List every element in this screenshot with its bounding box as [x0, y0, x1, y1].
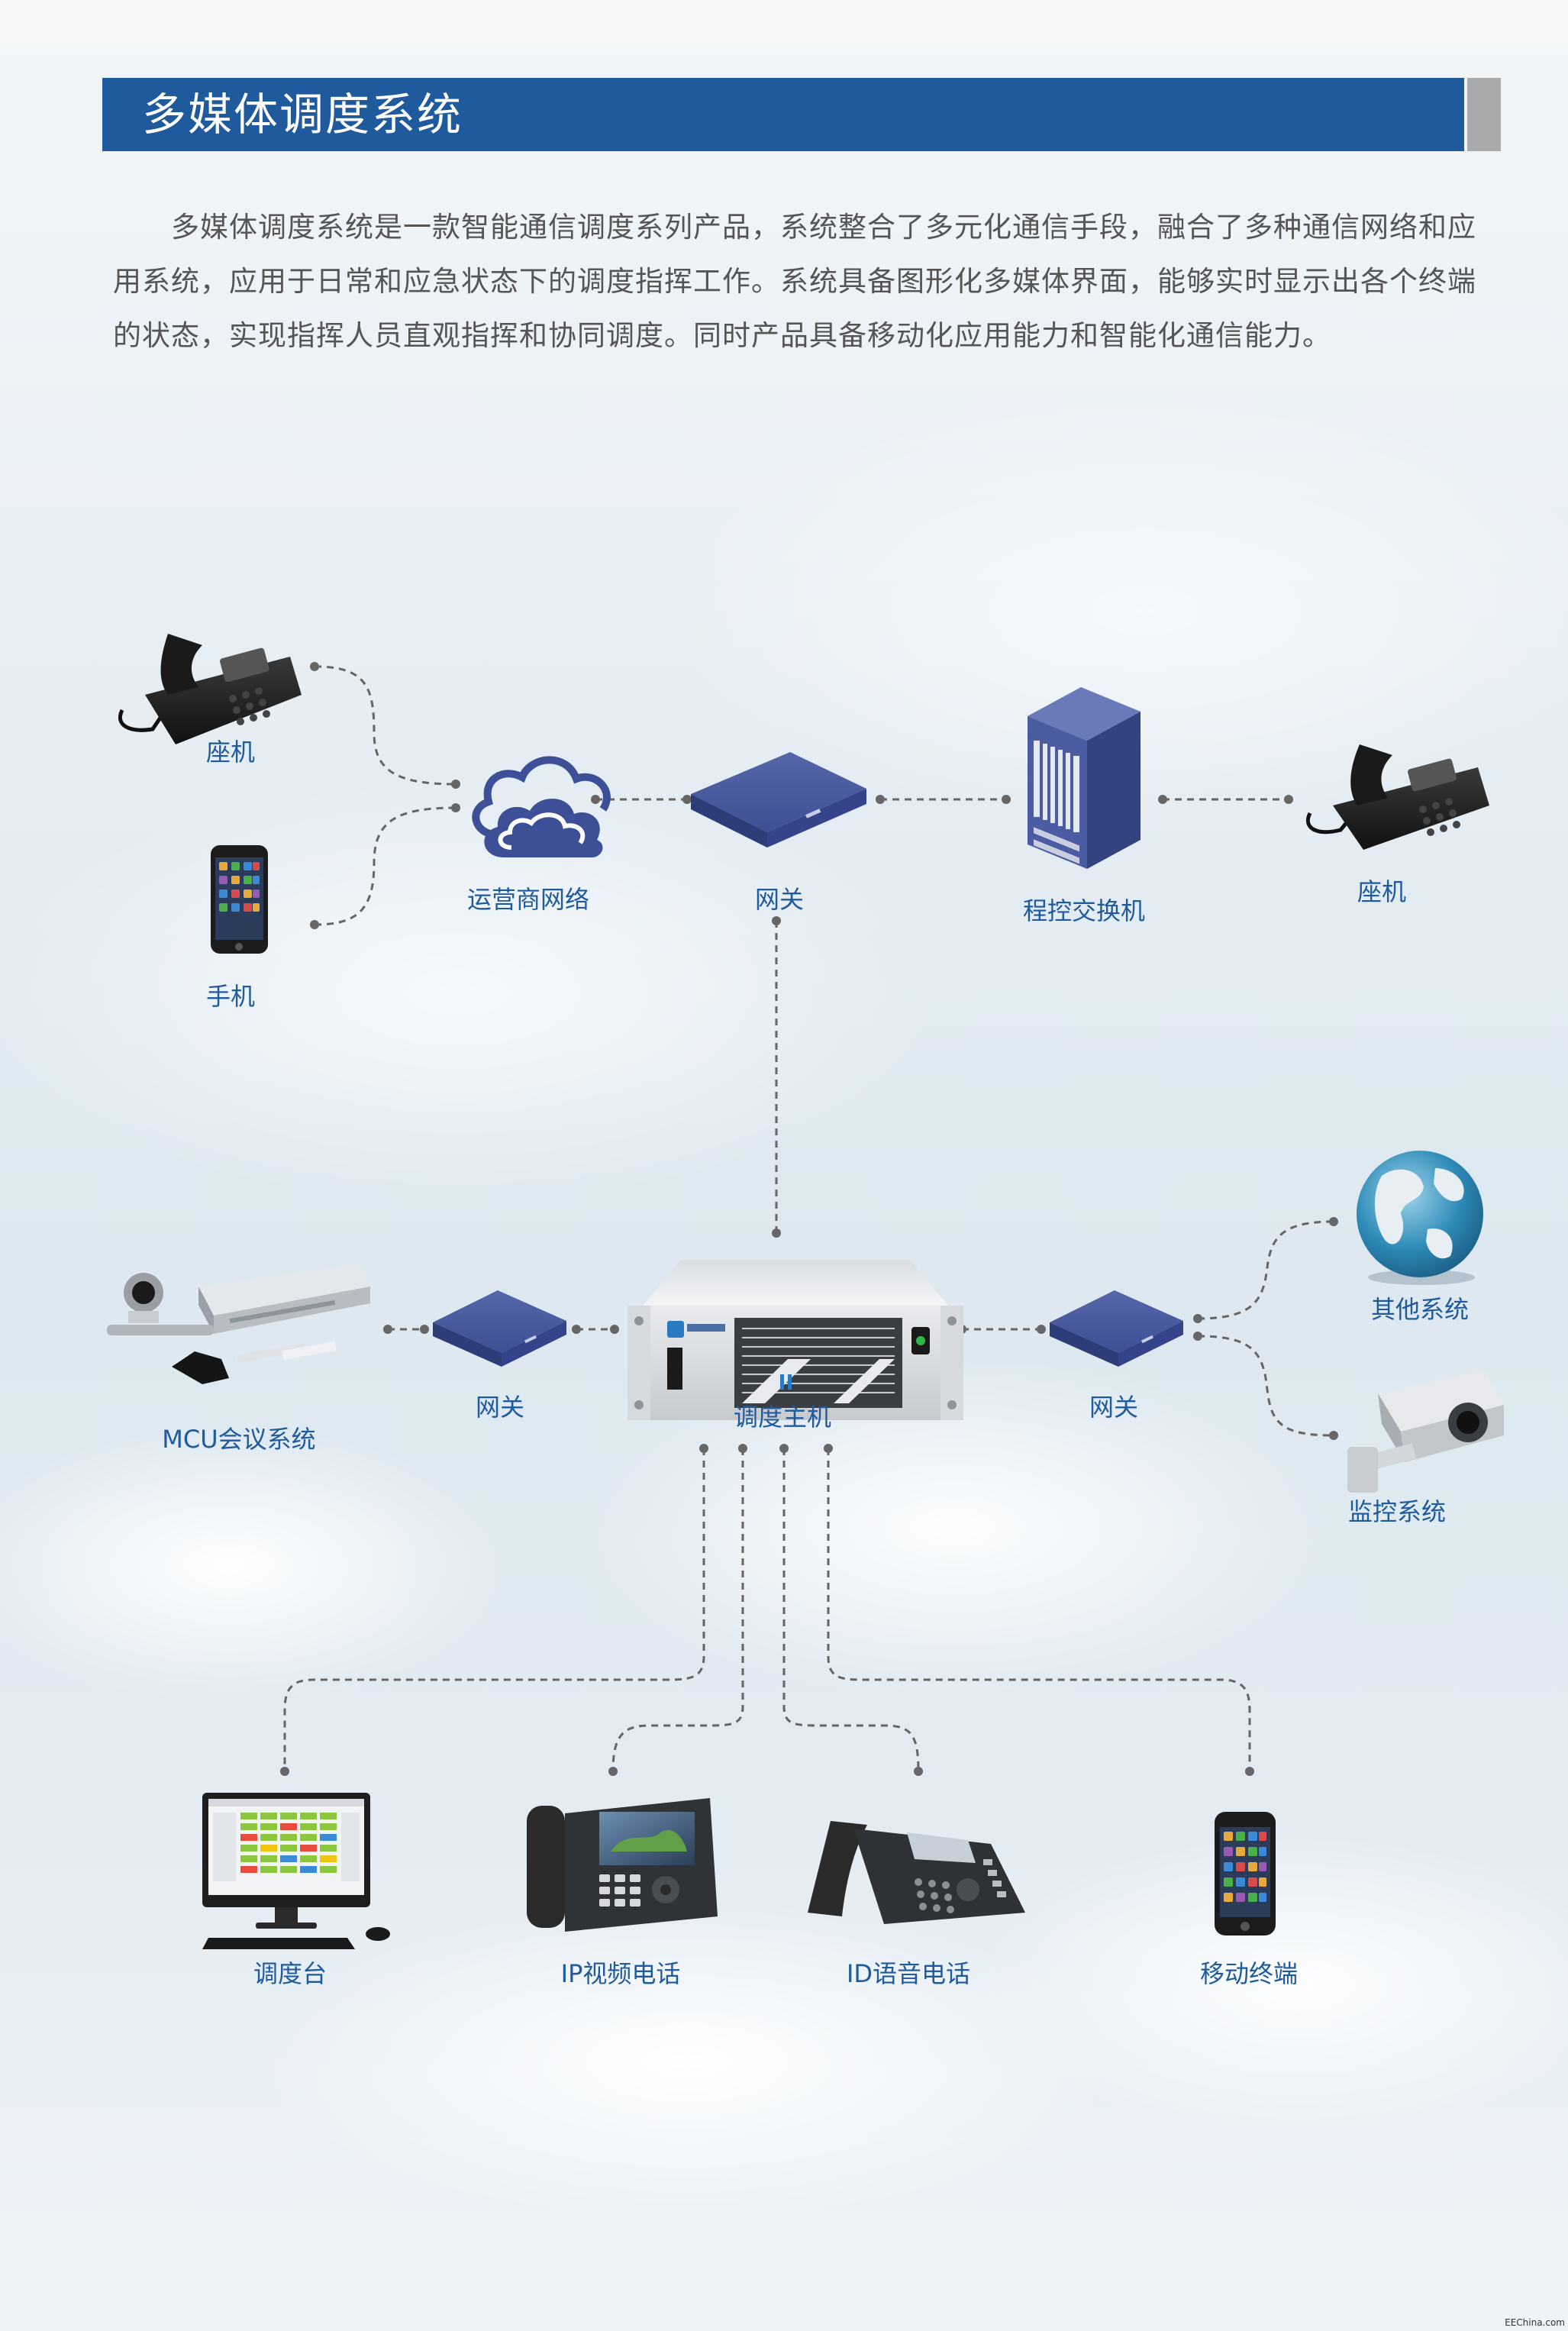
footer-watermark: EEChina.com — [1505, 2317, 1565, 2328]
globe-icon — [1357, 1151, 1483, 1285]
label-mobile-terminal: 移动终端 — [1199, 1959, 1299, 1988]
dispatch-host-icon — [628, 1260, 963, 1420]
label-dispatch-host: 调度主机 — [733, 1403, 832, 1432]
desk-phone-right-icon — [1306, 744, 1489, 850]
link-host-to-mobile — [827, 1448, 1251, 1771]
camera-icon — [1347, 1371, 1504, 1493]
page-title: 多媒体调度系统 — [142, 89, 463, 140]
label-gateway-left: 网关 — [475, 1393, 525, 1422]
label-mobile-phone-left: 手机 — [205, 982, 256, 1011]
ip-video-phone-icon — [527, 1798, 718, 1932]
connector-dots — [280, 662, 1338, 1776]
mobile-phone-icon — [211, 845, 268, 954]
link-host-to-idvoice — [782, 1448, 920, 1772]
label-gateway-right: 网关 — [1089, 1393, 1139, 1422]
link-gateway-to-camera — [1197, 1335, 1334, 1437]
pbx-cabinet-icon — [1028, 687, 1141, 869]
label-id-voice-phone: ID语音电话 — [846, 1959, 971, 1988]
desk-phone-icon — [118, 634, 302, 744]
dispatch-console-icon — [202, 1793, 390, 1949]
mcu-icon — [107, 1264, 370, 1384]
label-gateway-top: 网关 — [754, 885, 805, 914]
label-ip-video-phone: IP视频电话 — [560, 1959, 681, 1988]
label-pbx: 程控交换机 — [1022, 896, 1146, 925]
link-mobile-to-cloud — [314, 806, 457, 926]
cloud-icon — [472, 756, 611, 857]
label-other-systems: 其他系统 — [1370, 1295, 1470, 1324]
gateway-left-icon — [433, 1290, 566, 1367]
connectors — [283, 665, 1334, 1772]
label-carrier-network: 运营商网络 — [466, 885, 590, 914]
top-strip — [0, 0, 1568, 44]
label-desk-phone-left: 座机 — [205, 738, 256, 767]
intro-paragraph: 多媒体调度系统是一款智能通信调度系列产品，系统整合了多元化通信手段，融合了多种通… — [113, 211, 1476, 352]
link-host-to-ipvideo — [611, 1448, 744, 1772]
id-voice-phone-icon — [808, 1821, 1025, 1924]
label-mcu: MCU会议系统 — [162, 1425, 316, 1454]
gateway-right-icon — [1050, 1290, 1183, 1367]
mobile-terminal-icon — [1215, 1812, 1276, 1936]
title-bar — [102, 78, 1464, 151]
title-bar-accent — [1467, 78, 1501, 151]
label-surveillance: 监控系统 — [1347, 1497, 1447, 1526]
gateway-top-icon — [691, 752, 866, 847]
label-desk-phone-right: 座机 — [1357, 877, 1407, 906]
link-host-to-console — [283, 1448, 705, 1771]
label-dispatch-console: 调度台 — [253, 1959, 327, 1988]
link-gateway-to-globe — [1197, 1220, 1334, 1320]
link-deskphone-to-cloud — [314, 665, 457, 786]
